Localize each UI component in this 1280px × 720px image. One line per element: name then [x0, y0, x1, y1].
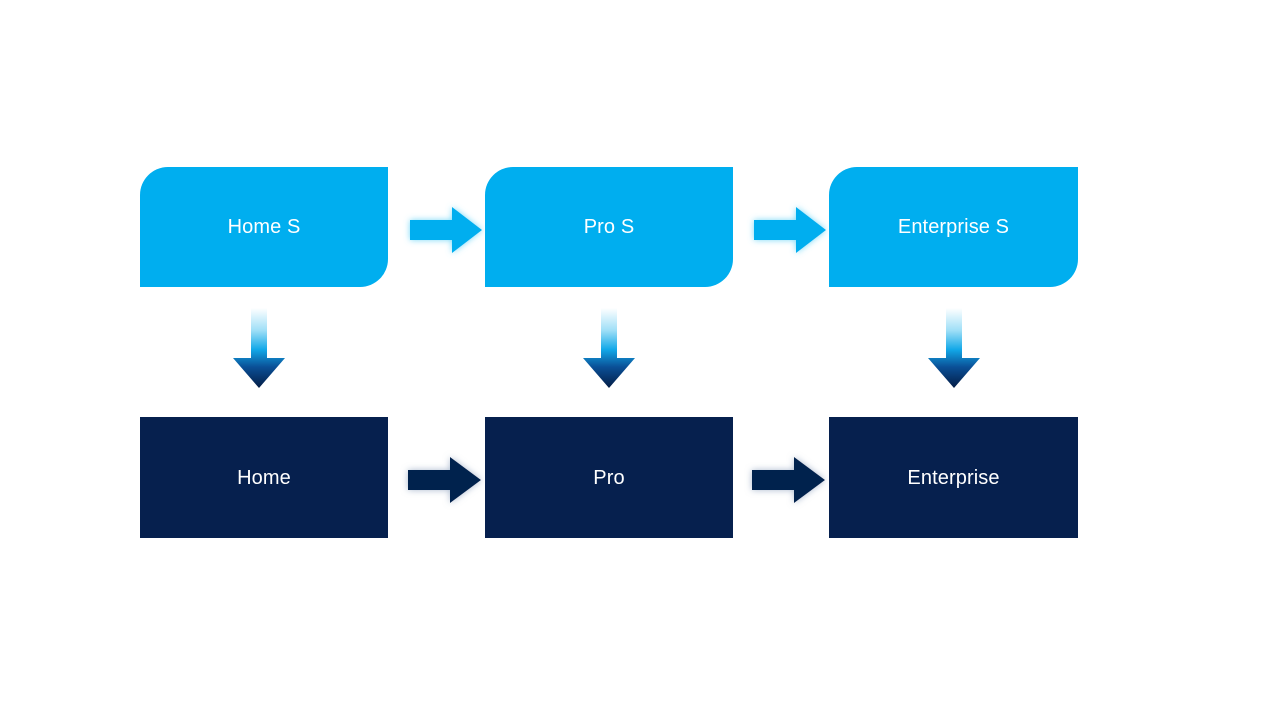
arrow-right-icon-pro-s-to-enterprise-s [750, 200, 830, 260]
node-enterprise-s[interactable]: Enterprise S [829, 167, 1078, 287]
arrow-down-icon-enterprise-s-to-enterprise [923, 308, 985, 392]
node-enterprise[interactable]: Enterprise [829, 417, 1078, 538]
arrow-down-icon-pro-s-to-pro [578, 308, 640, 392]
node-enterprise-s-label: Enterprise S [897, 216, 1010, 238]
arrow-right-icon-home-to-pro [402, 450, 486, 510]
arrow-down-icon-home-s-to-home [228, 308, 290, 392]
arrow-right-icon-pro-to-enterprise [746, 450, 830, 510]
node-home[interactable]: Home [140, 417, 388, 538]
node-home-s[interactable]: Home S [140, 167, 388, 287]
node-pro-s[interactable]: Pro S [485, 167, 733, 287]
node-pro-label: Pro [593, 466, 625, 489]
node-pro[interactable]: Pro [485, 417, 733, 538]
node-pro-s-label: Pro S [583, 216, 635, 238]
node-home-s-label: Home S [227, 216, 301, 238]
node-home-label: Home [237, 466, 291, 489]
node-enterprise-label: Enterprise [907, 466, 1000, 489]
arrow-right-icon-home-s-to-pro-s [406, 200, 486, 260]
